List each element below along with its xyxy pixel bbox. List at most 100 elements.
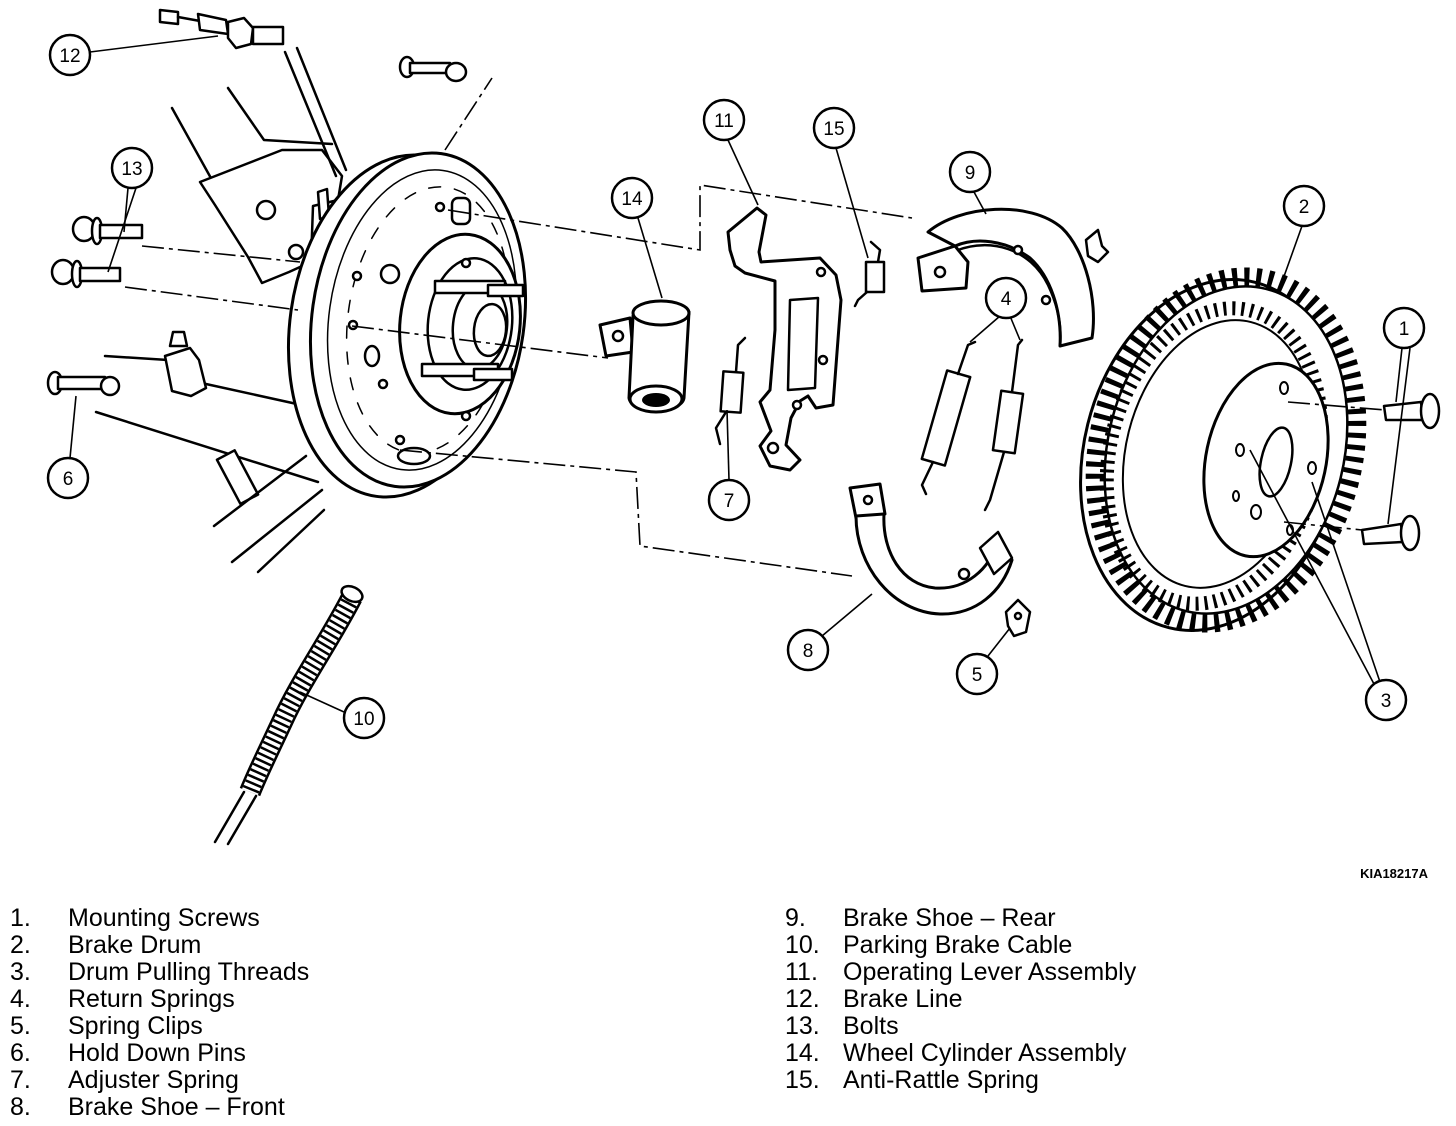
legend-item: 3.Drum Pulling Threads xyxy=(10,959,309,986)
return-spring-right xyxy=(983,338,1025,512)
callout-circle xyxy=(812,106,856,150)
plate-hole xyxy=(434,201,446,213)
spring-hook-top xyxy=(734,336,747,374)
callout-number: 15 xyxy=(823,119,844,140)
hub-bore xyxy=(472,302,508,358)
leader-2 xyxy=(1281,225,1303,283)
suspension-link-b xyxy=(230,488,324,564)
brake-assembly-exploded-diagram: 12 13 6 14 11 15 9 4 xyxy=(46,8,1441,881)
drum-cooling-teeth xyxy=(1085,267,1367,633)
legend-label: Operating Lever Assembly xyxy=(843,958,1137,986)
parts-legend: 1.Mounting Screws 2. Brake Drum 3.Drum Pu… xyxy=(0,905,1456,1123)
leader-6 xyxy=(69,395,77,459)
shoe-lining xyxy=(926,207,1095,348)
anti-rattle-spring xyxy=(853,240,886,308)
guide-line xyxy=(351,325,609,359)
legend-item: 8.Brake Shoe – Front xyxy=(10,1094,309,1121)
legend-number: 10. xyxy=(785,931,820,959)
hold-down-pin-lower xyxy=(46,370,121,397)
callout-circle xyxy=(1382,306,1426,350)
parking-brake-cable xyxy=(213,584,364,846)
screw-shank xyxy=(1360,522,1405,546)
callout-4: 4 xyxy=(984,276,1028,320)
lever-slot xyxy=(786,296,820,392)
legend-item: 2. Brake Drum xyxy=(10,932,309,959)
callout-6: 6 xyxy=(46,456,90,500)
leader-4 xyxy=(969,315,1001,343)
legend-label: Drum Pulling Threads xyxy=(68,958,310,986)
operating-lever-assembly xyxy=(726,206,843,472)
cable-wire xyxy=(213,790,246,844)
legend-label: Wheel Cylinder Assembly xyxy=(843,1039,1127,1067)
leader-3 xyxy=(1311,481,1381,683)
mounting-screw-upper xyxy=(1382,392,1441,430)
legend-label: Return Springs xyxy=(68,985,235,1013)
plate-hole xyxy=(351,270,363,282)
callout-circle xyxy=(955,652,999,696)
bolt-upper xyxy=(71,215,144,246)
legend-number: 12. xyxy=(785,985,820,1013)
figure-id: KIA18217A xyxy=(1360,866,1429,881)
drum-center-bore xyxy=(1258,426,1294,498)
spring-hook-top xyxy=(956,340,977,376)
spring-hook-bottom xyxy=(983,450,1006,512)
legend-number: 6. xyxy=(10,1039,31,1067)
leader-11 xyxy=(727,139,759,206)
legend-item: 13.Bolts xyxy=(785,1013,1136,1040)
callout-1: 1 xyxy=(1382,306,1426,350)
housing-line-b xyxy=(226,86,334,146)
cable-conduit-fill xyxy=(242,593,360,796)
legend-label: Brake Line xyxy=(843,985,963,1013)
leader-4 xyxy=(1009,315,1021,341)
legend-number: 13. xyxy=(785,1012,820,1040)
callout-number: 8 xyxy=(803,641,814,662)
guide-line xyxy=(141,245,301,263)
callout-circle xyxy=(110,146,154,190)
brake-line-sleeve xyxy=(196,12,230,36)
leader-13 xyxy=(123,187,129,233)
legend-number: 11. xyxy=(785,958,818,986)
wheel-studs xyxy=(420,279,525,382)
axle-tube-bottom xyxy=(94,410,320,484)
plate-hole xyxy=(347,319,359,331)
operating-lever xyxy=(726,206,843,472)
legend-label: Anti-Rattle Spring xyxy=(843,1066,1039,1094)
callout-7: 7 xyxy=(707,478,751,522)
drum-hole xyxy=(1307,461,1317,475)
callout-10: 10 xyxy=(342,696,386,740)
spring-hook-bottom xyxy=(920,460,935,496)
callout-circle xyxy=(342,696,386,740)
suspension-link-c xyxy=(256,508,326,574)
cylinder-end-top xyxy=(631,299,691,327)
legend-number: 2. xyxy=(10,931,31,959)
callout-9: 9 xyxy=(948,150,992,194)
leader-14 xyxy=(637,217,663,299)
leader-12 xyxy=(89,35,219,53)
axle-tube-top xyxy=(204,382,308,408)
spring-hook-bottom xyxy=(714,410,728,446)
shoe-hole xyxy=(1012,244,1024,256)
leader-1 xyxy=(1387,347,1411,525)
callout-12: 12 xyxy=(48,33,92,77)
plate-nut xyxy=(363,344,381,368)
adjuster-spring xyxy=(714,336,747,446)
ball-joint-stud xyxy=(168,330,189,348)
brake-shoe-rear xyxy=(916,207,1095,348)
guide-line xyxy=(1283,521,1363,531)
legend-label: Brake Drum xyxy=(68,931,202,959)
legend-column-left: 1.Mounting Screws 2. Brake Drum 3.Drum Pu… xyxy=(10,905,309,1121)
cable-wire xyxy=(226,794,258,846)
legend-label: Mounting Screws xyxy=(68,904,260,932)
screw-head xyxy=(1419,392,1441,430)
brake-line-tube xyxy=(176,15,202,23)
callout-number: 12 xyxy=(59,46,80,67)
cable-end-cap xyxy=(340,584,364,604)
callout-circle xyxy=(707,478,751,522)
legend-label: Parking Brake Cable xyxy=(843,931,1073,959)
drum-hole xyxy=(1235,443,1245,457)
legend-item: 1.Mounting Screws xyxy=(10,905,309,932)
callout-11: 11 xyxy=(702,98,746,142)
spring-clip-hole xyxy=(1013,611,1023,621)
legend-item: 14.Wheel Cylinder Assembly xyxy=(785,1040,1136,1067)
callout-circle xyxy=(702,98,746,142)
